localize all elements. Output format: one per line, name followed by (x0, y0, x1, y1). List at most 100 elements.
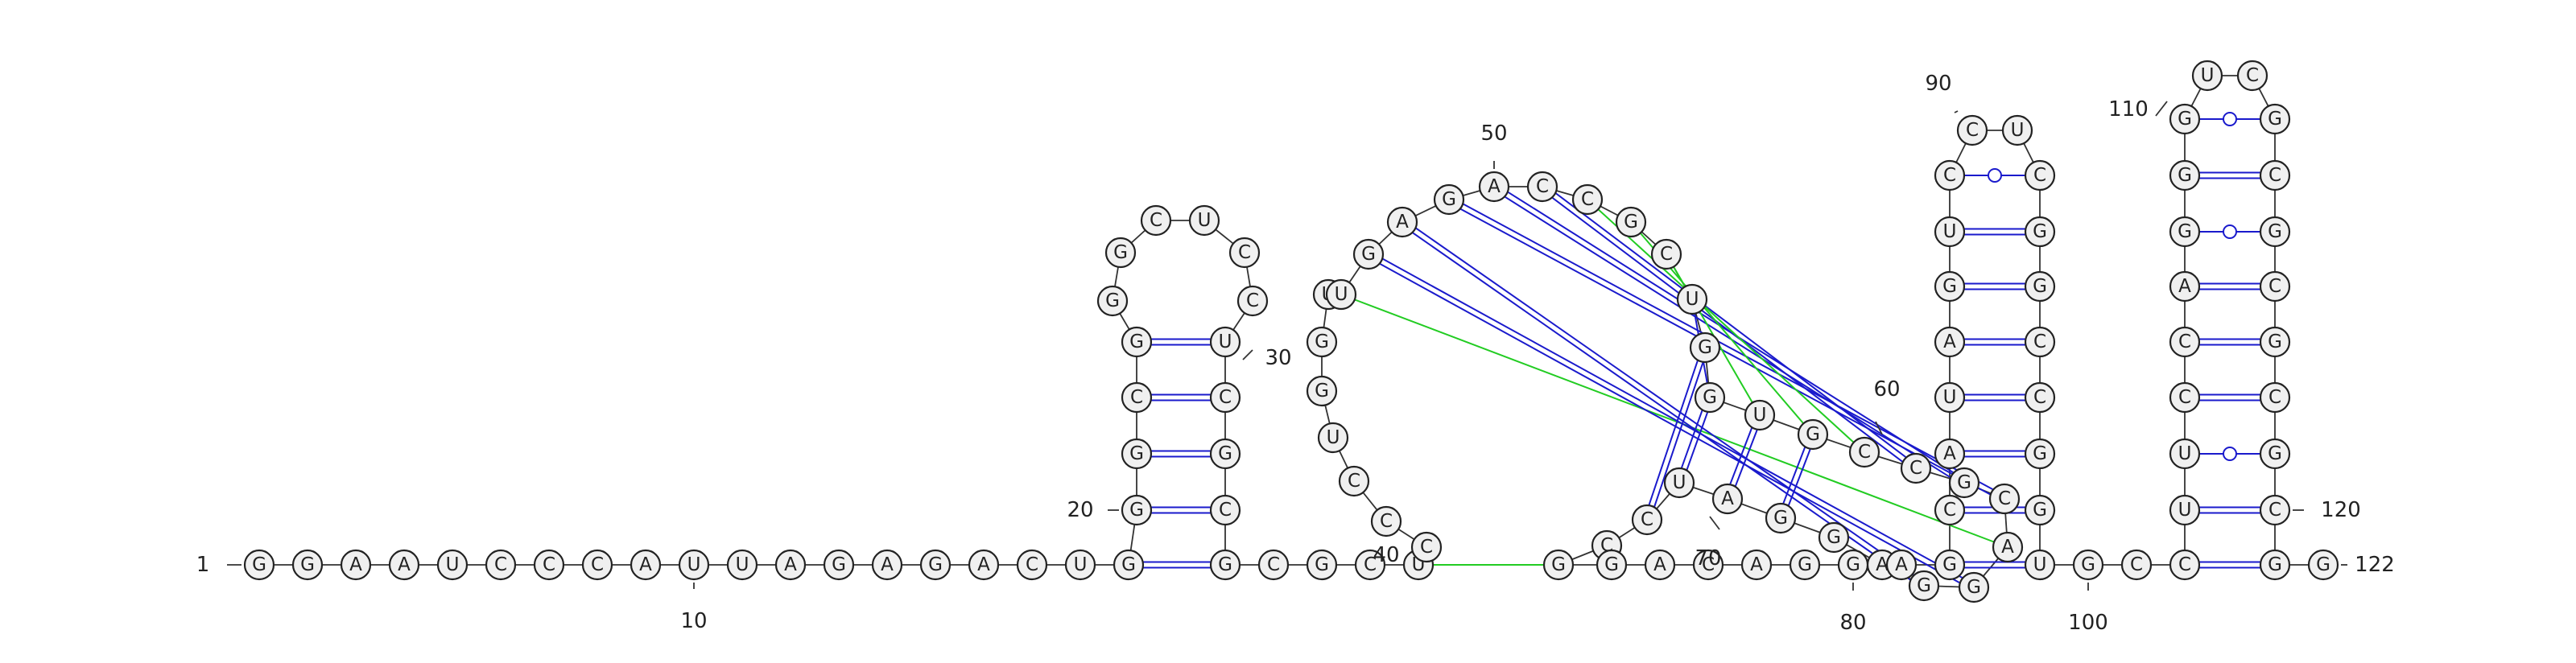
nucleotide-letter: G (1361, 244, 1376, 265)
nucleotide-letter: G (300, 554, 315, 575)
nucleotide-100: G (2072, 549, 2104, 581)
position-label-10: 10 (680, 609, 707, 633)
nucleotide-23: G (1121, 326, 1153, 358)
position-label-1: 1 (196, 553, 210, 577)
base-pair-line (1403, 219, 1926, 584)
wobble-pair-marker (2223, 447, 2237, 461)
nucleotide-70: A (1711, 483, 1744, 515)
nucleotide-circle (1064, 549, 1096, 581)
nucleotide-circle (1209, 438, 1241, 470)
position-label-100: 100 (2068, 611, 2108, 635)
nucleotide-letter: G (1846, 554, 1860, 575)
nucleotide-circle (1386, 206, 1418, 238)
nucleotide-letter: U (1686, 289, 1699, 310)
nucleotide-51: C (1526, 171, 1558, 203)
nucleotide-68: G (1818, 521, 1850, 554)
nucleotide-circle (1631, 504, 1663, 536)
nucleotide-120: C (2259, 494, 2291, 526)
nucleotide-circle (2169, 549, 2201, 581)
nucleotide-93: G (2024, 216, 2056, 248)
base-pair-line (1543, 183, 1918, 467)
nucleotide-118: C (2259, 381, 2291, 414)
nucleotide-circle (1209, 494, 1241, 526)
nucleotide-circle (1325, 278, 1357, 311)
nucleotide-circle (581, 549, 613, 581)
nucleotide-circle (1908, 570, 1940, 602)
nucleotide-letter: G (1624, 212, 1638, 233)
nucleotide-80: G (1837, 549, 1869, 581)
nucleotide-82: G (1934, 549, 1966, 581)
nucleotide-letter: G (1315, 332, 1329, 352)
nucleotide-letter: A (977, 554, 990, 575)
nucleotide-55: U (1676, 283, 1708, 315)
nucleotide-circle (1885, 549, 1918, 581)
nucleotide-76: A (1644, 549, 1676, 581)
nucleotide-86: A (1934, 326, 1966, 358)
nucleotide-letter: U (687, 554, 701, 575)
nucleotide-78: A (1740, 549, 1773, 581)
nucleotide-16: A (968, 549, 1000, 581)
nucleotide-circle (291, 549, 324, 581)
nucleotide-44: G (1306, 326, 1338, 358)
nucleotide-97: G (2024, 438, 2056, 470)
nucleotide-circle (2191, 60, 2223, 92)
nucleotide-64: A (1992, 531, 2024, 563)
nucleotide-letter: G (1121, 554, 1136, 575)
nucleotide-circle (1818, 521, 1850, 554)
nucleotide-circle (1104, 237, 1137, 269)
nucleotide-75: G (1596, 549, 1628, 581)
nucleotide-40: C (1370, 505, 1402, 537)
nucleotide-circle (2259, 103, 2291, 135)
nucleotide-letter: G (1551, 554, 1566, 575)
nucleotide-circle (1209, 381, 1241, 414)
nucleotide-circle (1934, 438, 1966, 470)
nucleotide-letter: C (2268, 276, 2281, 297)
nucleotide-circle (1526, 171, 1558, 203)
nucleotide-50: A (1478, 171, 1510, 203)
base-pair-line (1540, 187, 1915, 472)
nucleotide-57: G (1694, 381, 1726, 414)
nucleotide-circle (1121, 494, 1153, 526)
nucleotide-letter: C (1219, 500, 1232, 521)
nucleotide-circle (1209, 549, 1241, 581)
nucleotide-66: G (1908, 570, 1940, 602)
nucleotide-letter: C (2130, 554, 2143, 575)
nucleotide-letter: U (1753, 405, 1767, 426)
nucleotide-circle (2169, 270, 2201, 303)
nucleotide-69: G (1765, 502, 1797, 534)
nucleotide-101: C (2120, 549, 2153, 581)
nucleotide-circle (1848, 436, 1880, 468)
nucleotide-letter: U (1074, 554, 1088, 575)
nucleotide-35: C (1257, 549, 1290, 581)
nucleotide-circle (2001, 114, 2033, 146)
nucleotide-104: U (2169, 438, 2201, 470)
position-tick (1954, 110, 1959, 113)
nucleotide-109: G (2169, 159, 2201, 191)
nucleotide-letter: C (2246, 65, 2259, 86)
nucleotide-108: G (2169, 216, 2201, 248)
nucleotide-circle (2307, 549, 2339, 581)
nucleotide-letter: C (1150, 210, 1162, 231)
nucleotide-circle (871, 549, 903, 581)
nucleotide-85: U (1934, 381, 1966, 414)
nucleotide-5: U (436, 549, 469, 581)
nucleotide-circle (1934, 270, 1966, 303)
nucleotide-letter: A (1721, 488, 1734, 509)
nucleotide-letter: G (1604, 554, 1619, 575)
nucleotide-91: U (2001, 114, 2033, 146)
nucleotide-circle (1306, 549, 1338, 581)
nucleotide-letter: G (1113, 242, 1128, 263)
nucleotide-14: A (871, 549, 903, 581)
nucleotide-77: C (1692, 549, 1724, 581)
nucleotide-103: U (2169, 494, 2201, 526)
nucleotide-98: G (2024, 494, 2056, 526)
nucleotide-letter: G (1105, 290, 1120, 311)
nucleotide-11: U (726, 549, 758, 581)
nucleotide-circle (1121, 326, 1153, 358)
nucleotide-107: A (2169, 270, 2201, 303)
nucleotide-60: C (1848, 436, 1880, 468)
nucleotide-circle (1934, 549, 1966, 581)
nucleotide-letter: C (1130, 387, 1143, 408)
nucleotide-49: G (1433, 183, 1465, 216)
